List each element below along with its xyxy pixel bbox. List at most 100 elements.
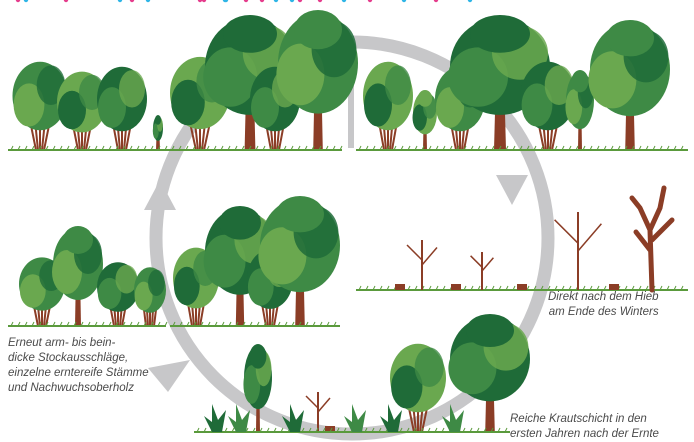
grass-blade	[241, 145, 245, 151]
grass-blade	[269, 145, 273, 151]
flower	[201, 0, 207, 3]
grass-blade	[596, 285, 600, 291]
grass-blade	[94, 145, 98, 151]
flower	[117, 0, 123, 3]
grass-blade	[442, 285, 446, 291]
grass-blade	[659, 145, 663, 151]
crown	[448, 47, 508, 107]
crown	[417, 90, 433, 107]
flower	[243, 0, 249, 3]
crown	[152, 123, 159, 139]
grass-blade	[469, 427, 473, 433]
tree	[152, 115, 163, 150]
grass-blade	[638, 285, 642, 291]
scene-regrowth-center	[170, 0, 340, 327]
grass-blade	[315, 427, 319, 433]
grass-blade	[603, 145, 607, 151]
crown	[58, 90, 86, 130]
grass-blade	[101, 321, 105, 327]
crown	[521, 83, 553, 127]
grass-blade	[631, 145, 635, 151]
grass-blade	[666, 145, 670, 151]
grass-blade	[273, 427, 277, 433]
flower	[401, 0, 407, 3]
grass-blade	[276, 145, 280, 151]
flower	[129, 0, 135, 3]
crown	[412, 104, 427, 131]
grass-blade	[24, 145, 28, 151]
grass-blade	[234, 145, 238, 151]
grass-blade	[645, 145, 649, 151]
grass-blade	[185, 145, 189, 151]
grass-blade	[108, 145, 112, 151]
crown	[249, 344, 267, 369]
caption-line: Reiche Krautschicht in den	[510, 413, 647, 425]
flower	[15, 0, 21, 3]
flower	[197, 0, 203, 3]
grass-blade	[680, 145, 684, 151]
grass-blade	[505, 145, 509, 151]
flower	[433, 0, 439, 3]
grass-blade	[399, 427, 403, 433]
crown	[97, 277, 122, 310]
crown	[571, 70, 589, 93]
crown	[251, 87, 279, 128]
crown	[134, 281, 153, 311]
crown	[148, 269, 165, 296]
grass-blade	[617, 145, 621, 151]
tree	[243, 344, 272, 432]
grass-blade	[512, 145, 516, 151]
grass-blade	[179, 321, 183, 327]
grass-blade	[413, 427, 417, 433]
grass-blade	[312, 321, 316, 327]
grass-blade	[235, 321, 239, 327]
flower	[259, 0, 265, 3]
grass-blade	[372, 285, 376, 291]
grass-blade	[358, 145, 362, 151]
grass-blade	[108, 321, 112, 327]
grass-blade	[414, 285, 418, 291]
sapling-branch	[554, 219, 579, 244]
grass-blade	[673, 145, 677, 151]
grass-blade	[10, 145, 14, 151]
grass-blade	[143, 321, 147, 327]
grass-blade	[203, 427, 207, 433]
flower	[145, 0, 151, 3]
crown	[223, 15, 277, 53]
grass-blade	[245, 427, 249, 433]
grass-blade	[420, 427, 424, 433]
grass-blade	[428, 145, 432, 151]
tree	[52, 226, 103, 326]
grass-blade	[115, 145, 119, 151]
stump	[395, 284, 405, 290]
grass-blade	[252, 427, 256, 433]
sapling-branch	[577, 223, 602, 252]
crown	[448, 342, 497, 395]
grass-blade	[17, 321, 21, 327]
grass-blade	[526, 145, 530, 151]
grass-blade	[122, 321, 126, 327]
grass-blade	[199, 145, 203, 151]
grass-blade	[38, 321, 42, 327]
grass-blade	[73, 145, 77, 151]
grass-blade	[122, 145, 126, 151]
grass-blade	[255, 145, 259, 151]
grass-blade	[308, 427, 312, 433]
grass-blade	[680, 285, 684, 291]
flower	[289, 0, 295, 3]
crown	[294, 10, 342, 50]
grass-blade	[45, 145, 49, 151]
grass-blade	[59, 321, 63, 327]
grass-blade	[365, 145, 369, 151]
grass-blade	[143, 145, 147, 151]
sapling-branch	[421, 247, 438, 266]
grass-blade	[129, 321, 133, 327]
grass-blade	[427, 427, 431, 433]
crown	[171, 79, 205, 126]
coppice-shrub	[520, 61, 576, 151]
grass-blade	[220, 145, 224, 151]
coppice-shrub	[97, 262, 139, 327]
grass-blade	[17, 145, 21, 151]
grass-blade	[339, 145, 343, 151]
grass-blade	[227, 145, 231, 151]
